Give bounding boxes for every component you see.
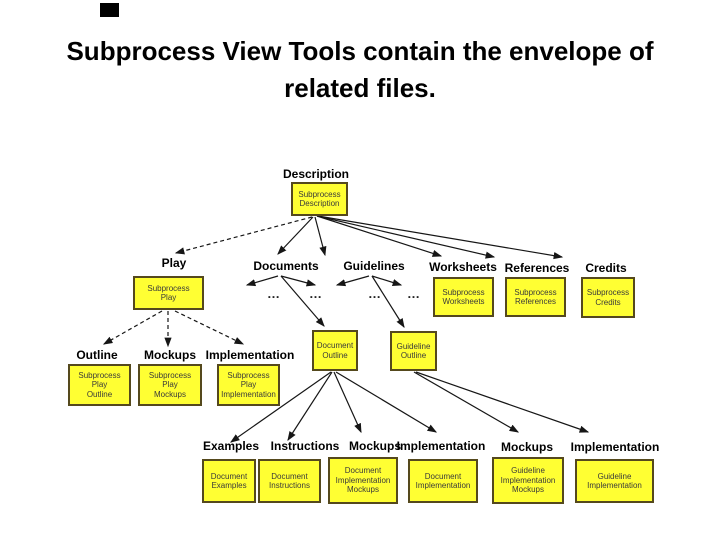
label-documents: Documents <box>253 259 319 273</box>
label-instructions: Instructions <box>270 439 340 453</box>
box-guideline-outline: Guideline Outline <box>390 331 437 371</box>
box-text-line: Outline <box>86 389 113 399</box>
box-subprocess-play-implementation: Subprocess Play Implementation <box>217 364 280 406</box>
box-text-line: Document <box>424 471 462 481</box>
box-text-line: Subprocess <box>78 370 121 380</box>
box-text-line: Mockups <box>511 485 544 495</box>
box-text-line: Outline <box>400 351 427 360</box>
box-guideline-implementation: Guideline Implementation <box>575 459 654 503</box>
label-references: References <box>504 261 570 275</box>
box-text-line: Mockups <box>153 389 186 399</box>
arrow-guideline-outline-implementation <box>415 371 590 433</box>
box-text-line: Mockups <box>346 485 379 495</box>
label-description: Description <box>282 167 350 181</box>
box-text-line: Document <box>210 471 248 481</box>
box-subprocess-references: Subprocess References <box>505 277 566 317</box>
box-text-line: Outline <box>322 350 348 360</box>
label-doc-impl-mockups: Mockups <box>348 439 402 453</box>
box-text-line: Subprocess <box>147 283 190 293</box>
box-text-line: Document <box>316 341 354 350</box>
box-document-outline: Document Outline <box>312 330 358 371</box>
arrow-documents-document-outline <box>280 275 325 327</box>
box-subprocess-play-mockups: Subprocess Play Mockups <box>138 364 202 406</box>
arrow-guidelines-ellipsis-right <box>371 275 403 286</box>
box-text-line: Subprocess <box>298 189 341 199</box>
box-text-line: Subprocess <box>514 287 557 297</box>
arrow-document-outline-instructions <box>287 371 333 442</box>
box-text-line: Play <box>162 380 178 390</box>
box-subprocess-description: Subprocess Description <box>291 182 348 216</box>
box-text-line: Guideline <box>597 471 632 481</box>
arrow-document-outline-implementation <box>335 371 438 433</box>
ellipsis-documents-right: … <box>309 286 323 301</box>
label-outline: Outline <box>76 348 118 362</box>
box-text-line: Subprocess <box>148 370 192 380</box>
slide-artifact-mark <box>100 3 119 17</box>
arrow-documents-ellipsis-right <box>280 275 317 287</box>
arrow-play-outline <box>102 310 163 345</box>
box-text-line: Implementation <box>221 389 276 399</box>
box-text-line: Implementation <box>335 475 391 485</box>
box-text-line: Implementation <box>500 475 556 485</box>
box-subprocess-play-outline: Subprocess Play Outline <box>68 364 131 406</box>
arrow-documents-ellipsis-left <box>245 275 279 287</box>
arrow-guideline-outline-mockups <box>413 371 520 433</box>
box-text-line: Examples <box>211 481 247 490</box>
box-text-line: Play <box>91 380 108 390</box>
box-subprocess-play: Subprocess Play <box>133 276 204 310</box>
ellipsis-guidelines-left: … <box>368 286 382 301</box>
arrow-play-implementation <box>174 310 245 345</box>
box-guideline-implementation-mockups: Guideline Implementation Mockups <box>492 457 564 504</box>
box-text-line: Credits <box>595 297 621 307</box>
slide-title-line1: Subprocess View Tools contain the envelo… <box>66 36 654 66</box>
ellipsis-documents-left: … <box>267 286 281 301</box>
arrow-guidelines-ellipsis-left <box>335 275 370 287</box>
arrow-document-outline-examples <box>230 371 332 443</box>
box-text-line: Implementation <box>587 481 642 490</box>
arrow-description-documents <box>277 216 314 255</box>
box-document-instructions: Document Instructions <box>258 459 321 503</box>
slide-title-line2: related files. <box>284 73 436 103</box>
label-guide-impl-mockups: Mockups <box>500 440 554 454</box>
arrow-guidelines-guideline-outline <box>371 275 405 329</box>
arrow-description-play <box>174 216 313 255</box>
box-subprocess-credits: Subprocess Credits <box>581 277 635 318</box>
ellipsis-guidelines-right: … <box>407 286 421 301</box>
box-text-line: Worksheets <box>442 297 485 306</box>
box-document-implementation-mockups: Document Implementation Mockups <box>328 457 398 504</box>
label-worksheets: Worksheets <box>429 260 497 274</box>
box-text-line: Document <box>271 471 308 481</box>
label-credits: Credits <box>585 261 627 275</box>
box-text-line: Description <box>299 199 340 208</box>
box-text-line: Document <box>344 466 382 476</box>
arrow-description-references <box>316 215 496 259</box>
box-text-line: Guideline <box>511 466 545 476</box>
label-guide-implementation: Implementation <box>570 440 660 454</box>
box-text-line: Play <box>240 380 257 390</box>
label-examples: Examples <box>202 439 260 453</box>
box-document-implementation: Document Implementation <box>408 459 478 503</box>
box-text-line: Subprocess <box>586 288 630 297</box>
box-text-line: Implementation <box>415 481 471 490</box>
arrow-description-guidelines <box>314 216 327 257</box>
label-play-mockups: Mockups <box>143 348 197 362</box>
box-text-line: Instructions <box>269 481 310 490</box>
box-document-examples: Document Examples <box>202 459 256 503</box>
box-subprocess-worksheets: Subprocess Worksheets <box>433 277 494 317</box>
label-play-implementation: Implementation <box>205 348 295 362</box>
arrow-description-worksheets <box>316 215 443 257</box>
box-text-line: Subprocess <box>227 370 270 380</box>
box-text-line: References <box>515 297 556 306</box>
arrow-document-outline-mockups <box>333 371 362 434</box>
slide-title: Subprocess View Tools contain the envelo… <box>0 33 720 107</box>
label-guidelines: Guidelines <box>343 259 405 273</box>
box-text-line: Subprocess <box>442 287 485 297</box>
box-text-line: Play <box>160 293 177 302</box>
arrow-description-credits <box>317 215 564 260</box>
label-play: Play <box>161 256 187 270</box>
box-text-line: Guideline <box>396 341 431 351</box>
label-doc-implementation: Implementation <box>396 439 486 453</box>
